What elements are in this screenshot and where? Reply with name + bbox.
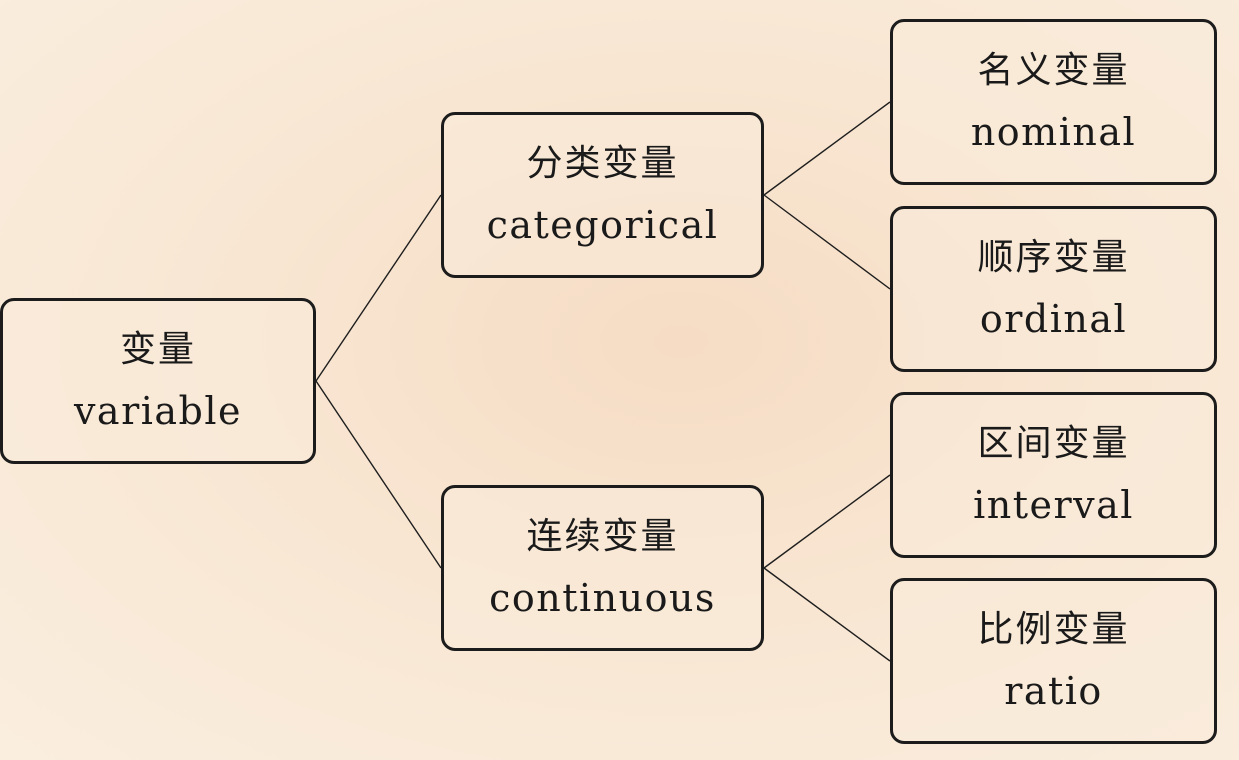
node-interval: 区间变量 interval (890, 392, 1217, 558)
connector-root-continuous (315, 380, 442, 569)
node-variable: 变量 variable (0, 298, 316, 464)
node-ratio-en-label: ratio (1004, 669, 1103, 713)
node-nominal-en-label: nominal (970, 110, 1137, 154)
node-interval-zh-label: 区间变量 (977, 423, 1130, 464)
node-ordinal: 顺序变量 ordinal (890, 206, 1217, 372)
node-ratio-zh-label: 比例变量 (977, 609, 1130, 650)
connector-categorical-ordinal (763, 194, 891, 290)
node-categorical: 分类变量 categorical (441, 112, 764, 278)
node-categorical-en-label: categorical (486, 203, 719, 247)
connector-categorical-nominal (763, 101, 891, 196)
node-variable-en-label: variable (73, 389, 243, 433)
node-nominal-zh-label: 名义变量 (977, 50, 1130, 91)
node-interval-en-label: interval (973, 483, 1134, 527)
node-continuous-zh-label: 连续变量 (526, 516, 679, 557)
node-ratio: 比例变量 ratio (890, 578, 1217, 744)
node-ordinal-zh-label: 顺序变量 (977, 237, 1130, 278)
node-ordinal-en-label: ordinal (979, 297, 1128, 341)
connector-root-categorical (315, 194, 442, 382)
node-continuous-en-label: continuous (489, 576, 716, 620)
node-continuous: 连续变量 continuous (441, 485, 764, 651)
connector-continuous-interval (763, 474, 891, 569)
node-categorical-zh-label: 分类变量 (526, 143, 679, 184)
connector-continuous-ratio (763, 567, 891, 662)
node-variable-zh-label: 变量 (119, 329, 196, 370)
node-nominal: 名义变量 nominal (890, 19, 1217, 185)
